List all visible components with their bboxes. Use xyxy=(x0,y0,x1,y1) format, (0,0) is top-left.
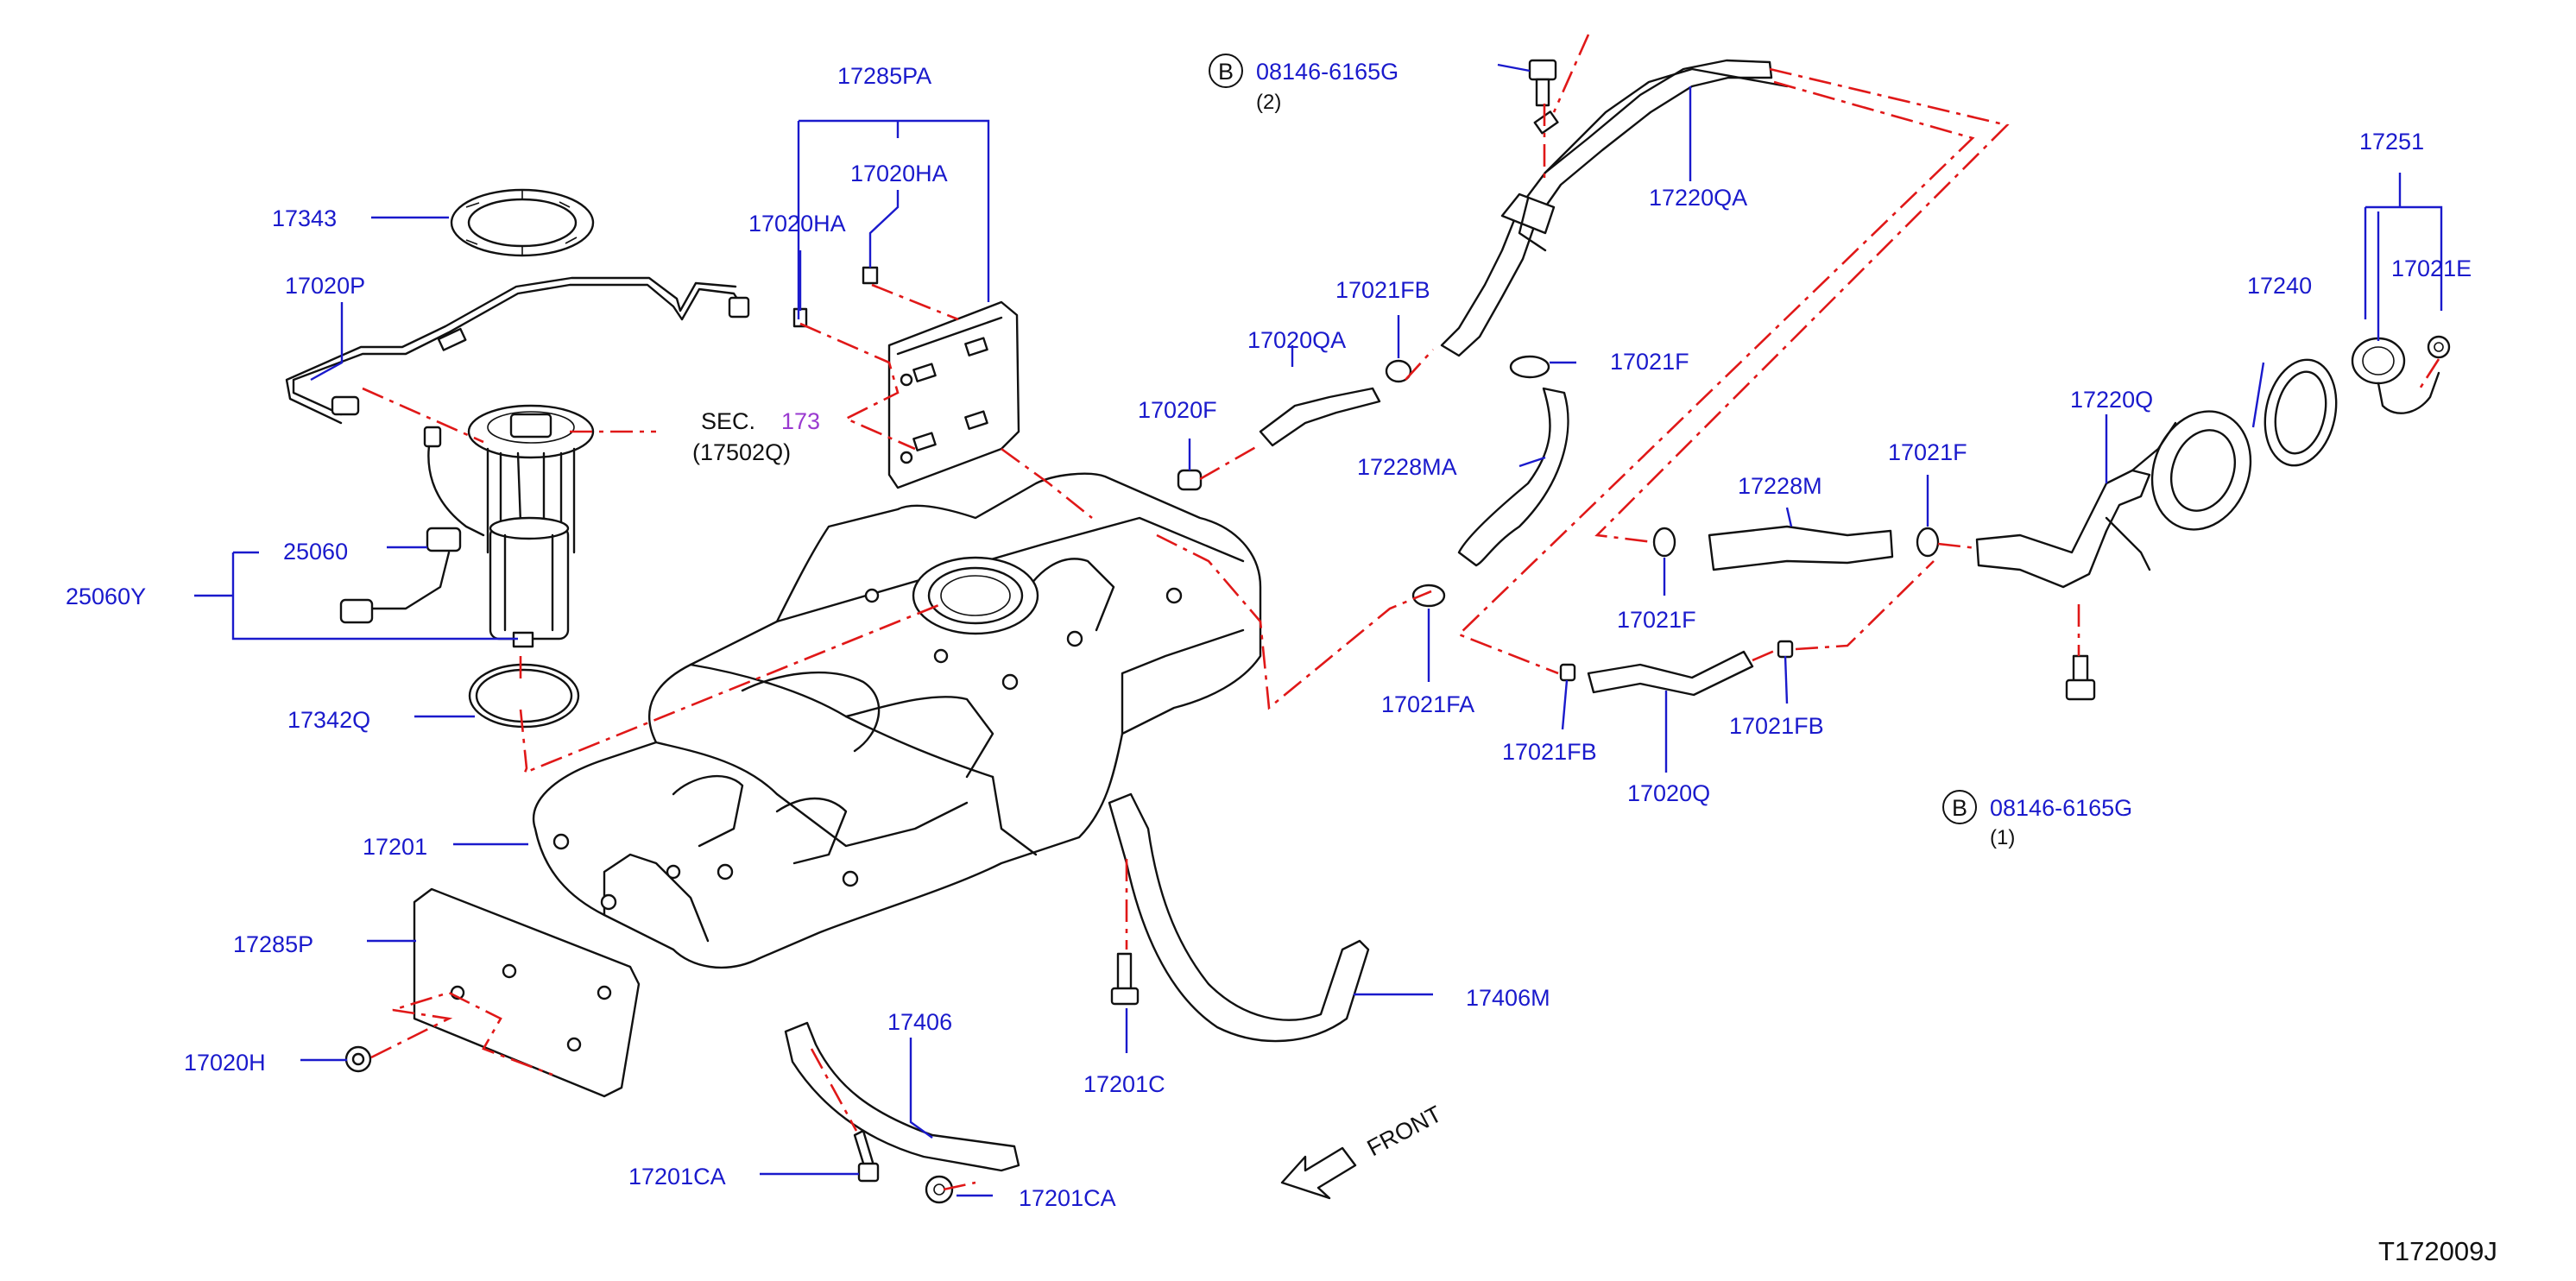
label-17201: 17201 xyxy=(363,834,427,860)
clip-17020H[interactable] xyxy=(344,1045,372,1073)
clamp-17021FA[interactable] xyxy=(1411,584,1446,608)
label-sec-num: 173 xyxy=(781,408,820,434)
label-17343: 17343 xyxy=(272,205,337,231)
label-17228MA: 17228MA xyxy=(1357,454,1457,480)
fuel-level-sender-25060[interactable] xyxy=(339,527,462,624)
bolt-ref-top: B xyxy=(1209,54,1243,88)
front-arrow-icon xyxy=(1280,1146,1357,1200)
label-17020HA-a: 17020HA xyxy=(850,161,948,186)
clamp-17021F-c[interactable] xyxy=(1916,527,1940,558)
label-17201CA-a: 17201CA xyxy=(628,1164,726,1190)
leader-lines xyxy=(194,63,2443,1197)
label-17220Q: 17220Q xyxy=(2070,387,2153,413)
lock-ring-17343[interactable] xyxy=(450,188,595,257)
label-17228M: 17228M xyxy=(1738,473,1822,499)
label-17220QA: 17220QA xyxy=(1649,185,1747,211)
label-17021FB-a: 17021FB xyxy=(1335,277,1430,303)
bolt-17201CA-a[interactable] xyxy=(853,1129,880,1183)
filler-neck-17220Q[interactable] xyxy=(1975,397,2267,589)
label-17020F: 17020F xyxy=(1138,397,1217,423)
label-front: FRONT xyxy=(1363,1101,1446,1161)
label-bolt-top-qty: (2) xyxy=(1256,91,1281,114)
label-bolt-top-num: 08146-6165G xyxy=(1256,59,1398,85)
bolt-08146-6165G-bottom[interactable] xyxy=(2065,654,2096,701)
label-bolt-bottom-qty: (1) xyxy=(1990,826,2015,849)
tube-17020Q[interactable] xyxy=(1587,650,1754,697)
clip-17020HA-b[interactable] xyxy=(862,266,879,285)
label-17020P: 17020P xyxy=(285,273,365,299)
label-17201C: 17201C xyxy=(1083,1071,1165,1097)
label-17406: 17406 xyxy=(887,1009,952,1035)
tube-17020QA[interactable] xyxy=(1259,387,1381,447)
bolt-08146-6165G-top[interactable] xyxy=(1528,59,1557,107)
filler-pipe-17220QA[interactable] xyxy=(1440,59,1789,357)
label-17240: 17240 xyxy=(2247,273,2312,299)
label-17020QA: 17020QA xyxy=(1247,327,1346,353)
label-17021F-b: 17021F xyxy=(1617,607,1696,633)
label-bolt-bottom-num: 08146-6165G xyxy=(1990,795,2132,821)
label-17020H: 17020H xyxy=(184,1050,266,1076)
label-17021F-a: 17021F xyxy=(1610,349,1689,375)
clamp-17021F-b[interactable] xyxy=(1652,527,1676,558)
fuel-tube-17020P[interactable] xyxy=(285,276,750,425)
fuel-tank-17201[interactable] xyxy=(533,472,1262,969)
fuel-pump-25060Y[interactable] xyxy=(423,404,595,648)
clamp-17021FB-c[interactable] xyxy=(1777,640,1794,659)
label-17021F-c: 17021F xyxy=(1888,439,1967,465)
clamp-17021FB-b[interactable] xyxy=(1559,663,1576,682)
label-17021FB-c: 17021FB xyxy=(1729,713,1824,739)
label-sec-prefix: SEC. xyxy=(701,408,755,434)
hose-17228MA[interactable] xyxy=(1457,387,1569,567)
label-17406M: 17406M xyxy=(1466,985,1550,1011)
label-17285PA: 17285PA xyxy=(837,63,931,89)
clamp-17021FB-a[interactable] xyxy=(1385,359,1412,383)
label-17251: 17251 xyxy=(2359,129,2424,155)
heat-shield-17285P[interactable] xyxy=(413,887,641,1098)
label-25060Y: 25060Y xyxy=(66,584,146,609)
label-25060: 25060 xyxy=(283,539,348,565)
assembly-dashed-lines xyxy=(362,34,2440,1191)
label-17021E: 17021E xyxy=(2391,256,2472,281)
bolt-ref-bottom: B xyxy=(1942,790,1977,824)
label-17020HA-b: 17020HA xyxy=(748,211,846,237)
label-sec-sub: (17502Q) xyxy=(692,439,791,465)
strap-17406M[interactable] xyxy=(1108,792,1370,1043)
label-17342Q: 17342Q xyxy=(287,707,370,733)
bolt-17201C[interactable] xyxy=(1110,952,1140,1006)
diagram-id: T172009J xyxy=(2378,1236,2497,1266)
clamp-17020F[interactable] xyxy=(1177,469,1203,491)
hose-17228M[interactable] xyxy=(1708,525,1894,571)
bolt-ref-top-letter: B xyxy=(1218,59,1234,85)
filler-ring-17240[interactable] xyxy=(2256,353,2346,472)
label-17021FA: 17021FA xyxy=(1381,691,1474,717)
clamp-17021F-a[interactable] xyxy=(1509,355,1550,379)
strap-17406[interactable] xyxy=(784,1021,1020,1172)
fuel-cap-17251[interactable] xyxy=(2351,337,2440,414)
label-17021FB-b: 17021FB xyxy=(1502,739,1597,765)
heat-shield-17285PA[interactable] xyxy=(887,300,1020,489)
label-17285P: 17285P xyxy=(233,931,313,957)
bolt-17201CA-b[interactable] xyxy=(925,1175,954,1204)
label-17201CA-b: 17201CA xyxy=(1019,1185,1116,1211)
label-17020Q: 17020Q xyxy=(1627,780,1710,806)
bolt-ref-bottom-letter: B xyxy=(1952,795,1967,821)
clip-17021E[interactable] xyxy=(2427,335,2451,359)
o-ring-17342Q[interactable] xyxy=(468,663,580,729)
